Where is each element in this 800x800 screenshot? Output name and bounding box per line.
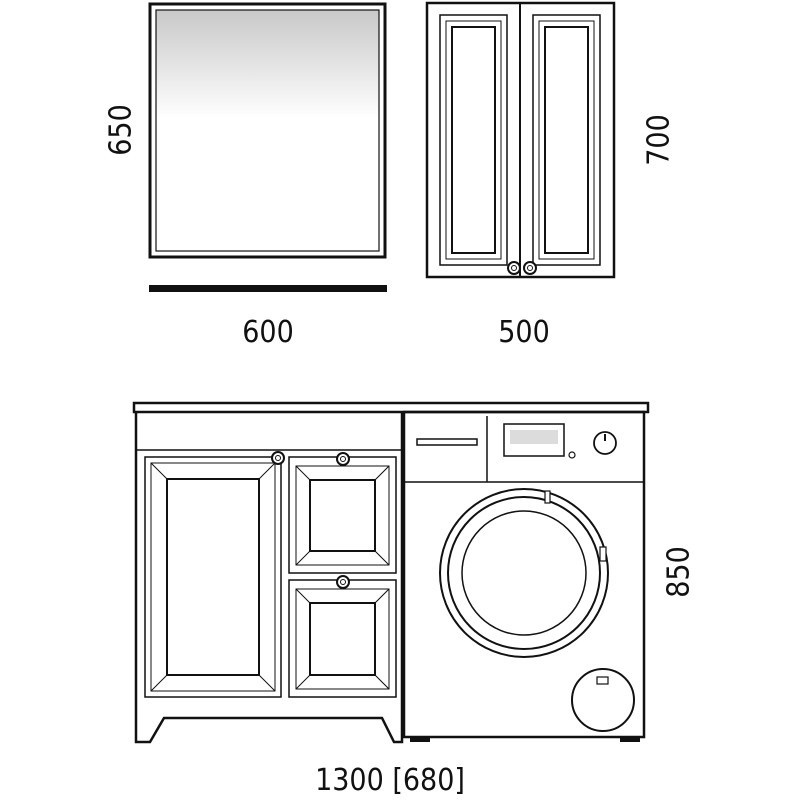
cabinet-knob-icon xyxy=(507,261,521,275)
cabinet-right-door xyxy=(532,14,601,266)
cabinet-left-door xyxy=(439,14,508,266)
vanity-left-door xyxy=(144,456,282,698)
machine-foot xyxy=(410,737,430,742)
vanity-unit xyxy=(132,401,650,744)
cabinet-width-label: 500 xyxy=(498,315,550,350)
cabinet-height-label: 700 xyxy=(642,114,677,166)
wall-cabinet xyxy=(425,1,616,279)
machine-foot xyxy=(620,737,640,742)
drawer-knob-icon xyxy=(336,452,350,466)
mirror-height-label: 650 xyxy=(104,104,139,156)
washing-machine xyxy=(402,410,646,742)
vanity-height-label: 850 xyxy=(662,546,697,598)
cabinet-knob-icon xyxy=(523,261,537,275)
vanity-width-label: 1300 [680] xyxy=(315,763,465,798)
detergent-drawer xyxy=(416,438,478,446)
machine-door xyxy=(439,488,609,658)
display-panel xyxy=(503,423,565,457)
program-dial-icon xyxy=(593,431,617,455)
vanity-lower-drawer xyxy=(288,579,397,698)
drawer-knob-icon xyxy=(336,575,350,589)
vanity-upper-drawer xyxy=(288,456,397,574)
countertop xyxy=(132,401,650,414)
mirror xyxy=(148,2,387,292)
door-knob-icon xyxy=(271,451,285,465)
filter-hatch xyxy=(571,668,635,732)
mirror-shelf xyxy=(149,285,387,292)
mirror-width-label: 600 xyxy=(242,315,294,350)
